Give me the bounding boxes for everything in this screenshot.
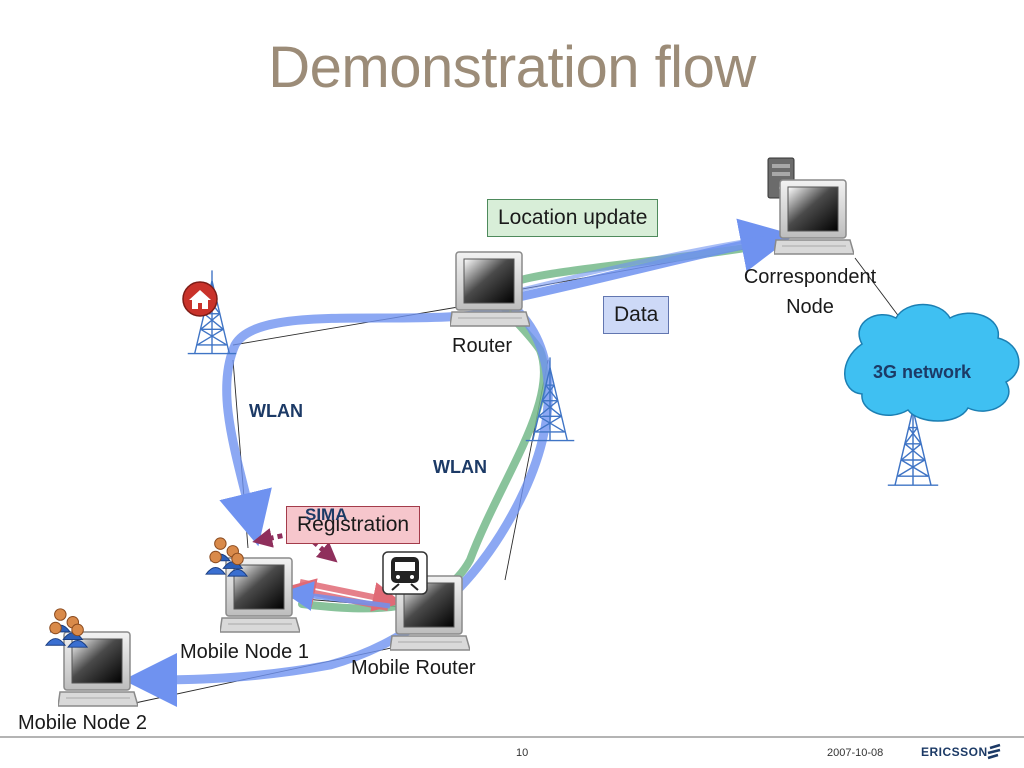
mobile-node-2-label: Mobile Node 2 [18, 712, 147, 734]
data-box: Data [603, 296, 670, 334]
3g-network-label: 3G network [873, 362, 972, 382]
mobile-router-label: Mobile Router [351, 657, 476, 679]
wlan-right-label: WLAN [433, 457, 487, 477]
router-label: Router [452, 335, 513, 357]
mobile-node-1-label: Mobile Node 1 [180, 641, 309, 663]
green-flow-path [298, 241, 769, 613]
sima-arrow-left [252, 528, 301, 548]
mobile-node-2-computer [58, 631, 138, 707]
blue-flow-return [518, 236, 767, 292]
slide-date: 2007-10-08 [827, 747, 884, 759]
slide-title: Demonstration flow [268, 35, 756, 100]
page-number: 10 [516, 747, 529, 759]
blue-flow-to-correspondent [500, 218, 795, 305]
location-update-box: Location update [487, 199, 659, 237]
correspondent-node-computer [774, 179, 854, 255]
home-icon [182, 281, 218, 317]
footer-divider [0, 736, 1024, 738]
blue-arrow-mr-to-mn1 [283, 581, 391, 611]
ericsson-logo-mark [987, 743, 1001, 760]
correspondent-node-label: Correspondent Node [743, 266, 877, 318]
registration-box: Registration [286, 506, 421, 544]
sima-label: SIMA [305, 505, 348, 524]
mobile-node-1-computer [220, 557, 300, 633]
train-icon [382, 551, 428, 595]
wlan-left-label: WLAN [249, 401, 303, 421]
router-computer [450, 251, 530, 327]
blue-flow-router-to-mn1 [219, 305, 510, 547]
ericsson-wordmark: ERICSSON [921, 745, 988, 759]
3g-cloud [844, 303, 1020, 422]
